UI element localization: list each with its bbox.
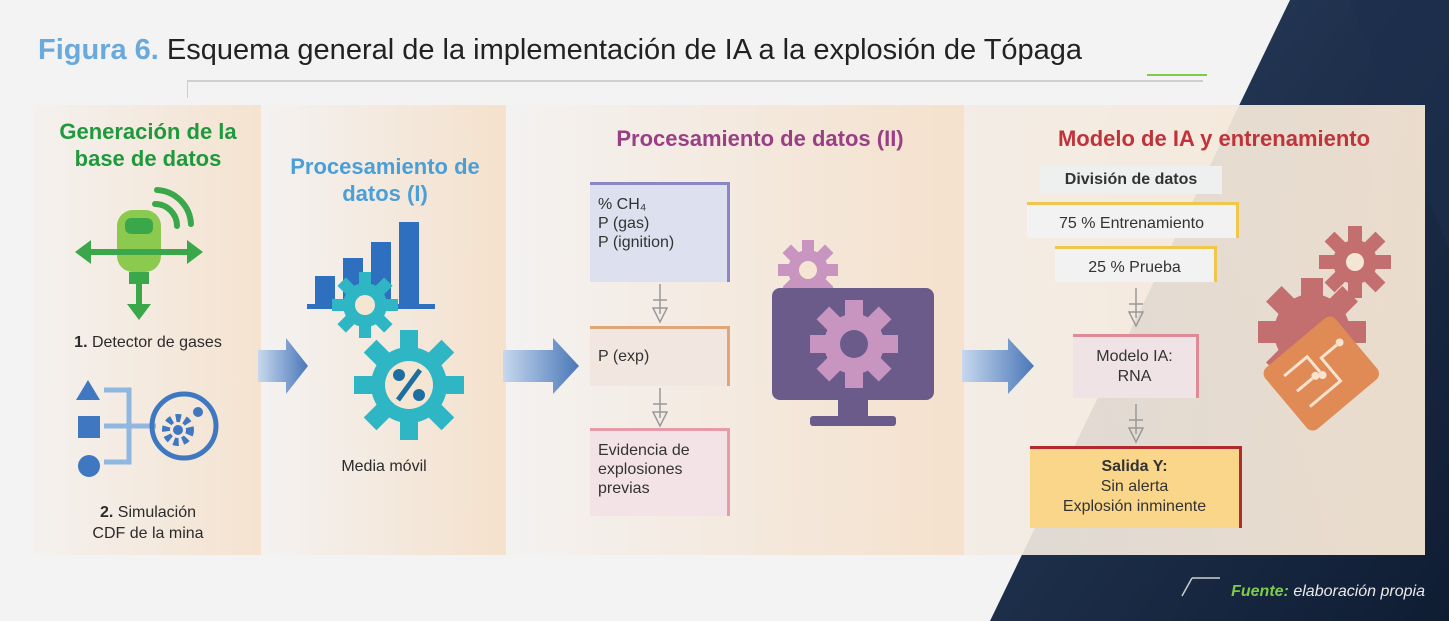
variable-p-gas: P (gas) xyxy=(598,215,650,232)
output-tag: Salida Y: Sin alerta Explosión inminente xyxy=(1030,446,1242,528)
down-arrow-icon xyxy=(651,388,669,428)
panel-database-generation xyxy=(33,105,261,555)
stage3-heading: Procesamiento de datos (II) xyxy=(616,126,904,151)
detector-label: 1. Detector de gases xyxy=(34,334,262,352)
source-text: elaboración propia xyxy=(1293,583,1425,600)
moving-average-label: Media móvil xyxy=(341,458,427,475)
source-note: Fuente: elaboración propia xyxy=(1180,583,1425,601)
output-imminent-explosion: Explosión inminente xyxy=(1062,498,1207,515)
previous-explosions-card: Evidencia de explosiones previas xyxy=(590,428,730,516)
simulation-text-1: Simulación xyxy=(117,504,197,521)
evidence-line-1: Evidencia de xyxy=(598,442,690,459)
down-arrow-icon xyxy=(1127,288,1145,328)
stage1-heading: Generación de la base de datos xyxy=(59,119,237,171)
input-variables-card: % CH₄ P (gas) P (ignition) xyxy=(590,182,730,282)
down-arrow-icon xyxy=(651,284,669,324)
explosion-probability-card: P (exp) xyxy=(590,326,730,386)
data-split-title: División de datos xyxy=(1040,166,1222,194)
evidence-line-2: explosiones xyxy=(598,461,683,478)
test-split-tag: 25 % Prueba xyxy=(1055,246,1217,282)
training-split-tag: 75 % Entrenamiento xyxy=(1027,202,1239,238)
ai-model-tag: Modelo IA: RNA xyxy=(1073,334,1199,398)
monitor-gear-icon xyxy=(772,240,934,426)
stage2-heading: Procesamiento de datos (I) xyxy=(290,154,480,206)
source-decoration-icon xyxy=(1181,577,1220,597)
model-line-1: Modelo IA: xyxy=(1096,348,1173,365)
gear-icon xyxy=(332,272,398,338)
percent-gear-icon xyxy=(354,330,464,440)
arrow-icon xyxy=(258,338,308,394)
gas-detector-icon xyxy=(75,187,203,320)
figure-title: Figura 6.Esquema general de la implement… xyxy=(38,34,1082,67)
title-underline-tick xyxy=(187,80,188,98)
output-no-alert: Sin alerta xyxy=(1100,478,1169,495)
flow-gear-icon xyxy=(76,380,219,477)
stage4-heading: Modelo de IA y entrenamiento xyxy=(1057,126,1371,151)
figure-number: Figura 6. xyxy=(38,34,159,66)
evidence-line-3: previas xyxy=(598,480,650,497)
variable-ch4: % CH₄ xyxy=(598,196,647,213)
detector-number: 1. xyxy=(74,334,88,351)
detector-text: Detector de gases xyxy=(91,334,222,351)
model-line-2: RNA xyxy=(1117,368,1152,385)
simulation-number: 2. xyxy=(99,504,114,521)
simulation-text-2: CDF de la mina xyxy=(92,525,204,542)
circuit-gear-icon xyxy=(1258,226,1391,431)
arrow-icon xyxy=(962,338,1034,394)
figure-title-text: Esquema general de la implementación de … xyxy=(166,34,1083,66)
variable-p-ignition: P (ignition) xyxy=(598,234,675,251)
title-underline xyxy=(187,80,1203,82)
arrow-icon xyxy=(503,338,579,394)
output-title: Salida Y: xyxy=(1101,458,1168,475)
source-label: Fuente: xyxy=(1231,583,1289,600)
down-arrow-icon xyxy=(1127,404,1145,444)
title-accent-line xyxy=(1147,74,1207,76)
